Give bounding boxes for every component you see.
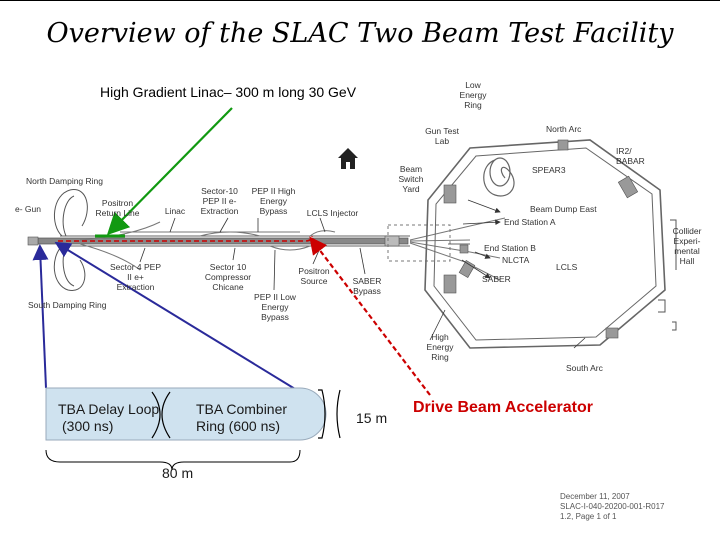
- ring-magnet-sw2: [458, 260, 476, 278]
- tba-box-divider: [161, 391, 171, 439]
- label-low-energy-ring: Low Energy Ring: [459, 80, 487, 110]
- delay-loop-label: TBA Delay Loop (300 ns): [58, 401, 159, 435]
- label-beam-switch-yard: Beam Switch Yard: [398, 164, 424, 194]
- ring-magnet-sw: [443, 274, 457, 294]
- label-north-arc: North Arc: [546, 124, 582, 134]
- tba-box: [45, 387, 327, 441]
- ring-magnet-w2: [459, 244, 469, 254]
- ring-magnet-north: [617, 175, 639, 199]
- label-pep2-low: PEP II Low Energy Bypass: [254, 292, 296, 322]
- leader-arrows: [139, 199, 586, 349]
- label-nlcta: NLCTA: [502, 255, 530, 265]
- title-rule: [0, 0, 720, 1]
- linac-extent-marker: [95, 107, 233, 238]
- dimension-bracket-80: [45, 449, 301, 471]
- label-high-energy-ring: High Energy Ring: [426, 332, 454, 362]
- label-beam-dump-east: Beam Dump East: [530, 204, 597, 214]
- label-sector4: Sector 4 PEP II e+ Extraction: [109, 262, 162, 292]
- label-e-gun: e- Gun: [15, 204, 41, 214]
- label-linac: Linac: [164, 206, 186, 216]
- delay-loop-line1: TBA Delay Loop: [58, 401, 160, 417]
- label-positron-source: Positron Source: [298, 266, 330, 286]
- label-south-damping: South Damping Ring: [28, 300, 107, 310]
- ring-magnet-ne: [557, 139, 569, 151]
- label-end-station-a: End Station A: [504, 217, 556, 227]
- label-collider-hall: Collider Experi- mental Hall: [672, 226, 702, 266]
- label-ir2: IR2/ BABAR: [616, 146, 645, 166]
- label-saber-bypass: SABER Bypass: [352, 276, 382, 296]
- label-pep2-high: PEP II High Energy Bypass: [251, 186, 296, 216]
- combiner-line2: Ring (600 ns): [196, 418, 281, 434]
- page-title: Overview of the SLAC Two Beam Test Facil…: [46, 18, 674, 49]
- label-lcls: LCLS: [556, 262, 578, 272]
- tba-box-divider: [151, 391, 161, 439]
- drive-beam-label: Drive Beam Accelerator: [413, 399, 593, 416]
- combiner-ring-label: TBA Combiner Ring (600 ns): [196, 401, 287, 435]
- label-positron-return: Positron Return Line: [95, 198, 140, 218]
- label-lcls-injector: LCLS Injector: [306, 208, 359, 218]
- label-spear3: SPEAR3: [532, 165, 566, 175]
- hall-markers: [658, 219, 677, 331]
- dimension-bracket-15-left: [336, 389, 341, 439]
- document-footer: December 11, 2007 SLAC-I-040-20200-001-R…: [560, 492, 665, 522]
- dimension-bracket-15: [318, 389, 326, 439]
- label-end-station-b: End Station B: [484, 243, 536, 253]
- footer-page: 1.2, Page 1 of 1: [560, 512, 617, 521]
- delay-loop-line2: (300 ns): [62, 418, 114, 434]
- headline-linac: High Gradient Linac– 300 m long 30 GeV: [100, 84, 357, 100]
- combiner-arrow: [54, 241, 301, 393]
- ring-magnet-south: [605, 327, 619, 339]
- drive-beam-arrow: [309, 236, 431, 396]
- ring-magnet-west: [443, 184, 457, 204]
- label-south-arc: South Arc: [566, 363, 603, 373]
- dimension-80m: 80 m: [162, 465, 194, 481]
- label-north-damping: North Damping Ring: [26, 176, 104, 186]
- label-sector10c: Sector 10 Compressor Chicane: [204, 262, 252, 292]
- damping-rings: [53, 189, 161, 291]
- linac-bypass-arcs: [199, 230, 336, 251]
- dimension-15m: 15 m: [356, 410, 388, 426]
- house-icon: [338, 148, 358, 169]
- label-saber: SABER: [482, 274, 511, 284]
- footer-docid: SLAC-I-040-20200-001-R017: [560, 502, 665, 511]
- label-sector10: Sector-10 PEP II e- Extraction: [200, 186, 239, 216]
- label-gun-test-lab: Gun Test Lab: [425, 126, 459, 146]
- footer-date: December 11, 2007: [560, 492, 630, 501]
- delay-loop-arrow: [32, 244, 49, 389]
- spear3-loop: [483, 157, 515, 197]
- combiner-line1: TBA Combiner: [196, 401, 288, 417]
- collider-ring: [424, 139, 666, 349]
